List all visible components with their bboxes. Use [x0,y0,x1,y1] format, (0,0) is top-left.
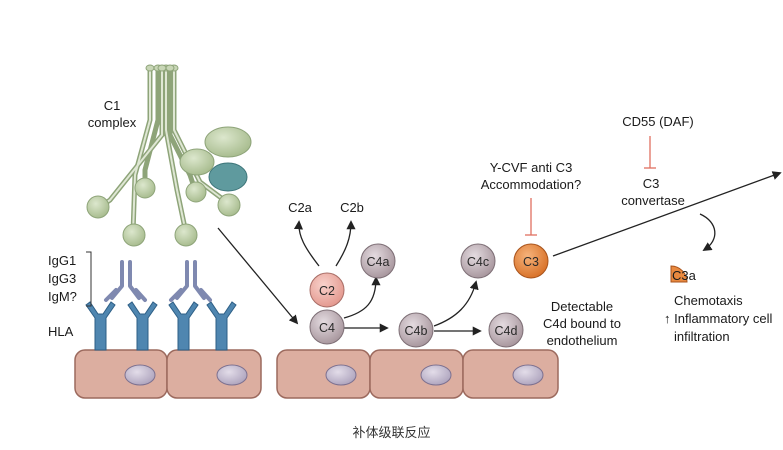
c2-label: C2 [319,284,335,298]
nucleus [512,364,544,386]
nucleus [216,364,248,386]
hla-molecule [206,301,237,351]
hla-molecule [168,301,199,351]
c3a-fragment-icon [670,265,688,283]
figure-caption: 补体级联反应 [352,426,431,441]
antibodies [104,260,212,302]
antibody [104,288,147,302]
c3-convertase-label-line2: convertase [621,193,685,208]
c4b-label: C4b [405,324,428,338]
nucleus [124,364,156,386]
c1r-lobe [208,162,248,192]
endothelial-cells [74,349,559,399]
hla-molecules [85,301,237,351]
hla-molecule [127,301,158,351]
c4c-label: C4c [467,255,489,269]
c4a-label: C4a [367,255,390,269]
c2-cleavage-arrow [335,220,356,267]
c1-complex [86,64,252,247]
c4-label: C4 [319,321,335,335]
igm-label: IgM? [48,289,77,304]
ycvf-label-line2: Accommodation? [481,177,581,192]
nucleus [420,364,452,386]
detectable-label-line2: C4d bound to [543,316,621,331]
c2-cleavage-arrow [293,220,320,267]
igg1-label: IgG1 [48,253,76,268]
antibody-bracket [86,251,92,307]
c4a-ball [360,243,396,279]
detectable-label-line1: Detectable [551,299,613,314]
c1q-head [174,223,198,247]
annotations: C1 complex IgG1 IgG3 IgM? HLA C2a C2b CD… [48,98,772,348]
hla-molecule [85,301,116,351]
ycvf-label-line1: Y-CVF anti C3 [490,160,573,175]
cell [166,349,262,399]
chemotaxis-label-line2: ↑ Inflammatory cell [664,311,772,326]
component-labels: C2 C4 C4a C4b C4c C4d C3 [319,255,539,338]
c2a-label: C2a [288,200,313,215]
c4-to-c4a-arrow [343,276,381,319]
c4d-label: C4d [495,324,518,338]
c1-complex-label-line1: C1 [104,98,121,113]
nucleus [325,364,357,386]
inhibition-markers [525,136,656,236]
c3-ball [513,243,549,279]
c1-complex-label-line2: complex [88,115,137,130]
hla-label: HLA [48,324,74,339]
c1q-head [134,177,156,199]
complement-components [309,243,688,348]
c4-ball [309,309,345,345]
antibody [169,288,212,302]
c1s-lobe [204,126,252,158]
c1q-head [185,181,207,203]
cell [462,349,559,399]
c3a-arrow [699,213,716,251]
c1-lobe [179,148,215,176]
antibody [175,260,206,300]
c3-convertase-arrow [552,171,782,257]
c4b-to-c4c-arrow [433,280,479,327]
antibody [110,260,141,300]
c1q-head [217,193,241,217]
c3a-label: C3a [672,268,697,283]
chemotaxis-label-line1: Chemotaxis [674,293,743,308]
igg3-label: IgG3 [48,271,76,286]
c2b-label: C2b [340,200,364,215]
c4b-ball [398,312,434,348]
c3-label: C3 [523,255,539,269]
c4c-ball [460,243,496,279]
c2-ball [309,272,345,308]
arrows [217,171,782,336]
activation-arrow [217,227,299,325]
c3-convertase-label-line1: C3 [643,176,660,191]
c1q-head [122,223,146,247]
detectable-label-line3: endothelium [547,333,618,348]
cd55-label: CD55 (DAF) [622,114,694,129]
c1q-head [86,195,110,219]
chemotaxis-label-line3: infiltration [674,329,730,344]
c4d-ball [488,312,524,348]
